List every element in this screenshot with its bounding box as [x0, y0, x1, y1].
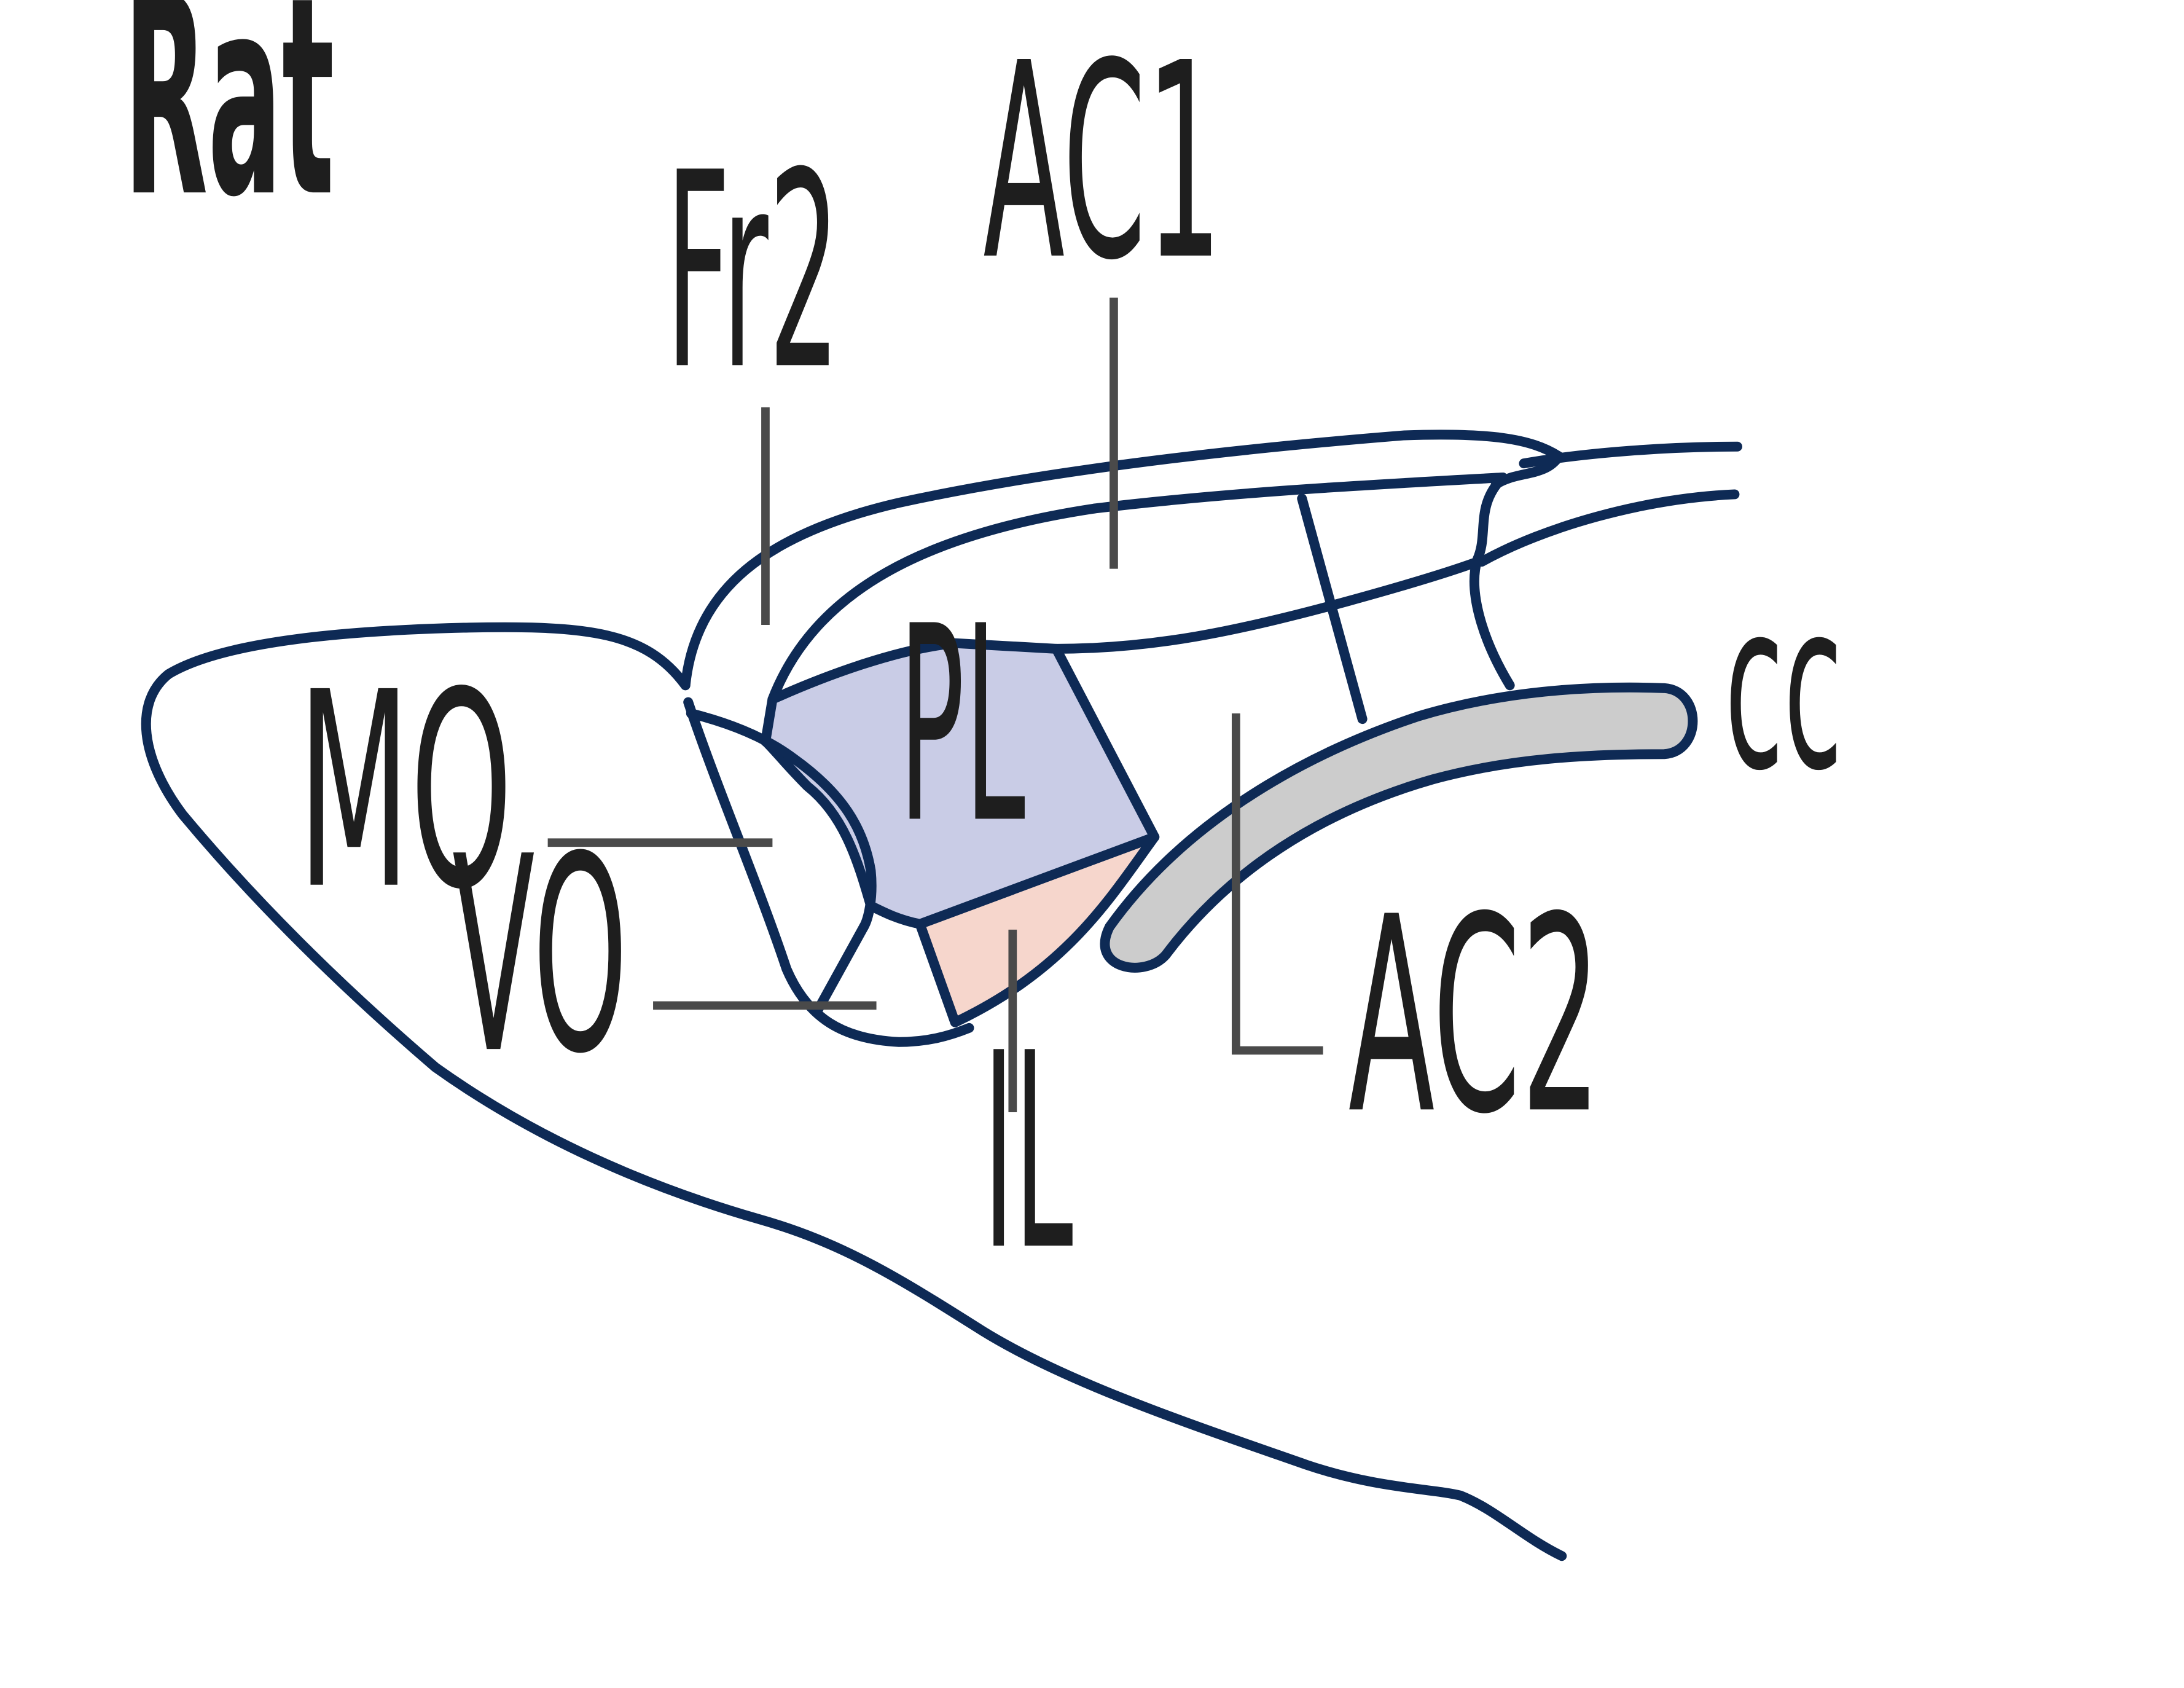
mo-region-outline	[686, 708, 877, 932]
ac-divider	[1297, 493, 1368, 724]
label-mo: MO	[298, 635, 513, 949]
ac-right-border	[1469, 473, 1515, 691]
label-il: IL	[983, 995, 1073, 1309]
label-vo: VO	[452, 799, 628, 1113]
inner-cingulate-outline	[767, 473, 1508, 705]
label-pl: PL	[899, 568, 1026, 882]
ac1-lower-boundary	[1051, 557, 1483, 654]
brain-outline	[141, 622, 1567, 1561]
ac2-leader	[1231, 713, 1323, 1055]
diagram-title: Rat	[123, 0, 334, 257]
upper-tail-line	[1519, 441, 1742, 469]
lower-tail-line	[1476, 489, 1740, 567]
vo-region-outline	[683, 697, 974, 1047]
corpus-callosum	[1100, 682, 1698, 973]
label-fr2: Fr2	[666, 115, 840, 429]
il-region	[915, 832, 1160, 1027]
label-cc: cc	[1724, 552, 1842, 822]
label-ac2: AC2	[1348, 860, 1602, 1174]
mo-vo-divider	[813, 922, 869, 1013]
label-ac1: AC1	[983, 6, 1222, 320]
